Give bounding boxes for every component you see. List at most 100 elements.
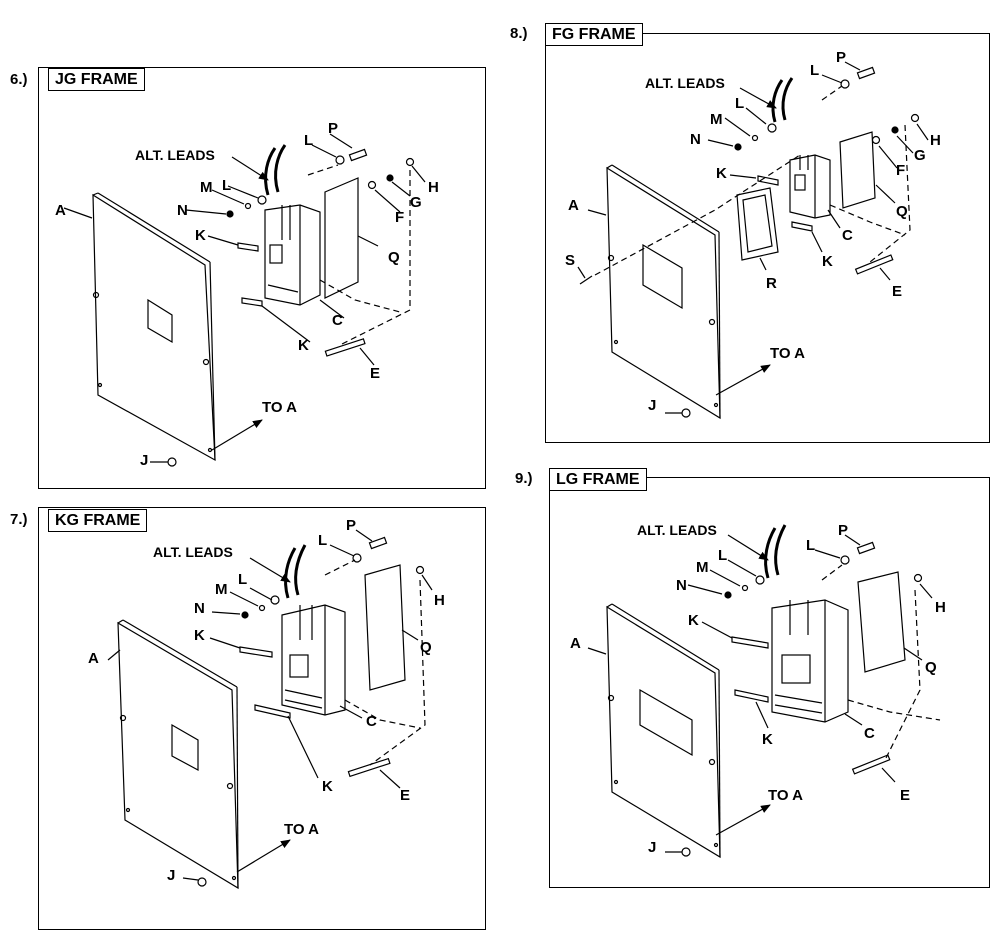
frame-title-fg: FG FRAME: [545, 23, 643, 46]
frame-title-kg: KG FRAME: [48, 509, 148, 532]
kg-frame-drawing: [107, 529, 433, 890]
lg-frame-drawing: [587, 524, 941, 859]
frame-title-lg: LG FRAME: [549, 468, 647, 491]
jg-bolt-e: [324, 338, 366, 357]
kg-washer-l: [270, 595, 280, 605]
fg-washer-f: [871, 135, 881, 145]
jg-label-l: L: [222, 177, 231, 194]
lg-strip-k-1: [731, 636, 769, 649]
lg-washer-l: [755, 575, 765, 585]
fg-label-p: P: [836, 49, 846, 66]
panel-kg-frame: [38, 507, 486, 930]
kg-label-l2: L: [318, 532, 327, 549]
jg-label-g: G: [410, 194, 422, 211]
kg-label-h: H: [434, 592, 445, 609]
lg-label-to-a: TO A: [768, 787, 803, 804]
fg-label-j: J: [648, 397, 656, 414]
kg-strip-k-2: [254, 704, 291, 719]
jg-washer-m: [244, 202, 252, 210]
lg-washer-m: [741, 584, 749, 592]
jg-washer-f: [367, 180, 377, 190]
fg-washer-l2: [840, 79, 850, 89]
lg-screw-j: [681, 847, 691, 857]
fg-label-m: M: [710, 111, 723, 128]
jg-nut-n: [226, 210, 234, 218]
kg-screw-j: [197, 877, 207, 887]
jg-washer-l2: [335, 155, 345, 165]
fg-label-n: N: [690, 131, 701, 148]
fg-label-l: L: [735, 95, 744, 112]
kg-label-to-a: TO A: [284, 821, 319, 838]
fg-label-c: C: [842, 227, 853, 244]
kg-washer-m: [258, 604, 266, 612]
kg-label-k2: K: [322, 778, 333, 795]
lg-bolt-e: [851, 754, 891, 775]
fg-label-k2: K: [822, 253, 833, 270]
fg-frame-drawing: [577, 61, 929, 420]
jg-label-q: Q: [388, 249, 400, 266]
lg-label-l: L: [718, 547, 727, 564]
jg-label-e: E: [370, 365, 380, 382]
lg-label-k: K: [688, 612, 699, 629]
lg-lead-1: [764, 527, 777, 579]
fg-label-to-a: TO A: [770, 345, 805, 362]
lg-label-h: H: [935, 599, 946, 616]
lg-label-k2: K: [762, 731, 773, 748]
fg-labels: A ALT. LEADS L M N K L P H G F Q C K R S…: [565, 49, 941, 414]
jg-label-m: M: [200, 179, 213, 196]
frame-number-7: 7.): [10, 511, 28, 528]
jg-label-a: A: [55, 202, 66, 219]
fg-strip-k-2: [791, 221, 813, 232]
lg-screw-p: [856, 541, 876, 555]
jg-label-k: K: [195, 227, 206, 244]
jg-label-alt-leads: ALT. LEADS: [135, 147, 215, 163]
fg-label-a: A: [568, 197, 579, 214]
fg-label-q: Q: [896, 203, 908, 220]
frame-title-jg: JG FRAME: [48, 68, 145, 91]
jg-lead-2: [274, 144, 287, 193]
fg-bolt-e: [854, 254, 894, 275]
fg-lead-2: [781, 77, 794, 121]
lg-label-l2: L: [806, 537, 815, 554]
lg-washer-l2: [840, 555, 850, 565]
jg-plate-q: [324, 177, 359, 299]
frame-number-6: 6.): [10, 71, 28, 88]
jg-strip-k-1: [237, 242, 259, 252]
fg-screw-p: [856, 66, 876, 80]
lg-nut-n: [724, 591, 732, 599]
fg-washer-m: [751, 134, 759, 142]
lg-label-c: C: [864, 725, 875, 742]
jg-nut-g: [386, 174, 394, 182]
jg-label-to-a: TO A: [262, 399, 297, 416]
lg-nut-h: [913, 573, 923, 583]
kg-label-q: Q: [420, 639, 432, 656]
kg-strip-k-1: [239, 646, 273, 658]
lg-label-p: P: [838, 522, 848, 539]
jg-nut-h: [405, 157, 415, 167]
kg-plate-q: [364, 564, 406, 691]
jg-frame-drawing: [63, 133, 426, 467]
fg-label-e: E: [892, 283, 902, 300]
lg-label-alt-leads: ALT. LEADS: [637, 522, 717, 538]
fg-nut-n: [734, 143, 742, 151]
jg-label-h: H: [428, 179, 439, 196]
kg-breaker: [281, 604, 346, 716]
lg-plate-q: [857, 571, 906, 673]
jg-label-f: F: [395, 209, 404, 226]
kg-lead-1: [284, 547, 297, 599]
lg-cover-plate: [606, 603, 721, 859]
jg-cover-plate: [92, 192, 216, 462]
kg-screw-p: [368, 536, 388, 550]
fg-strip-k-1: [757, 175, 779, 186]
fg-label-h: H: [930, 132, 941, 149]
kg-cover-plate: [117, 619, 239, 890]
fg-label-f: F: [896, 162, 905, 179]
jg-washer-l: [257, 195, 267, 205]
kg-label-n: N: [194, 600, 205, 617]
jg-label-c: C: [332, 312, 343, 329]
jg-label-l2: L: [304, 132, 313, 149]
kg-nut-h: [415, 565, 425, 575]
fg-label-alt-leads: ALT. LEADS: [645, 75, 725, 91]
